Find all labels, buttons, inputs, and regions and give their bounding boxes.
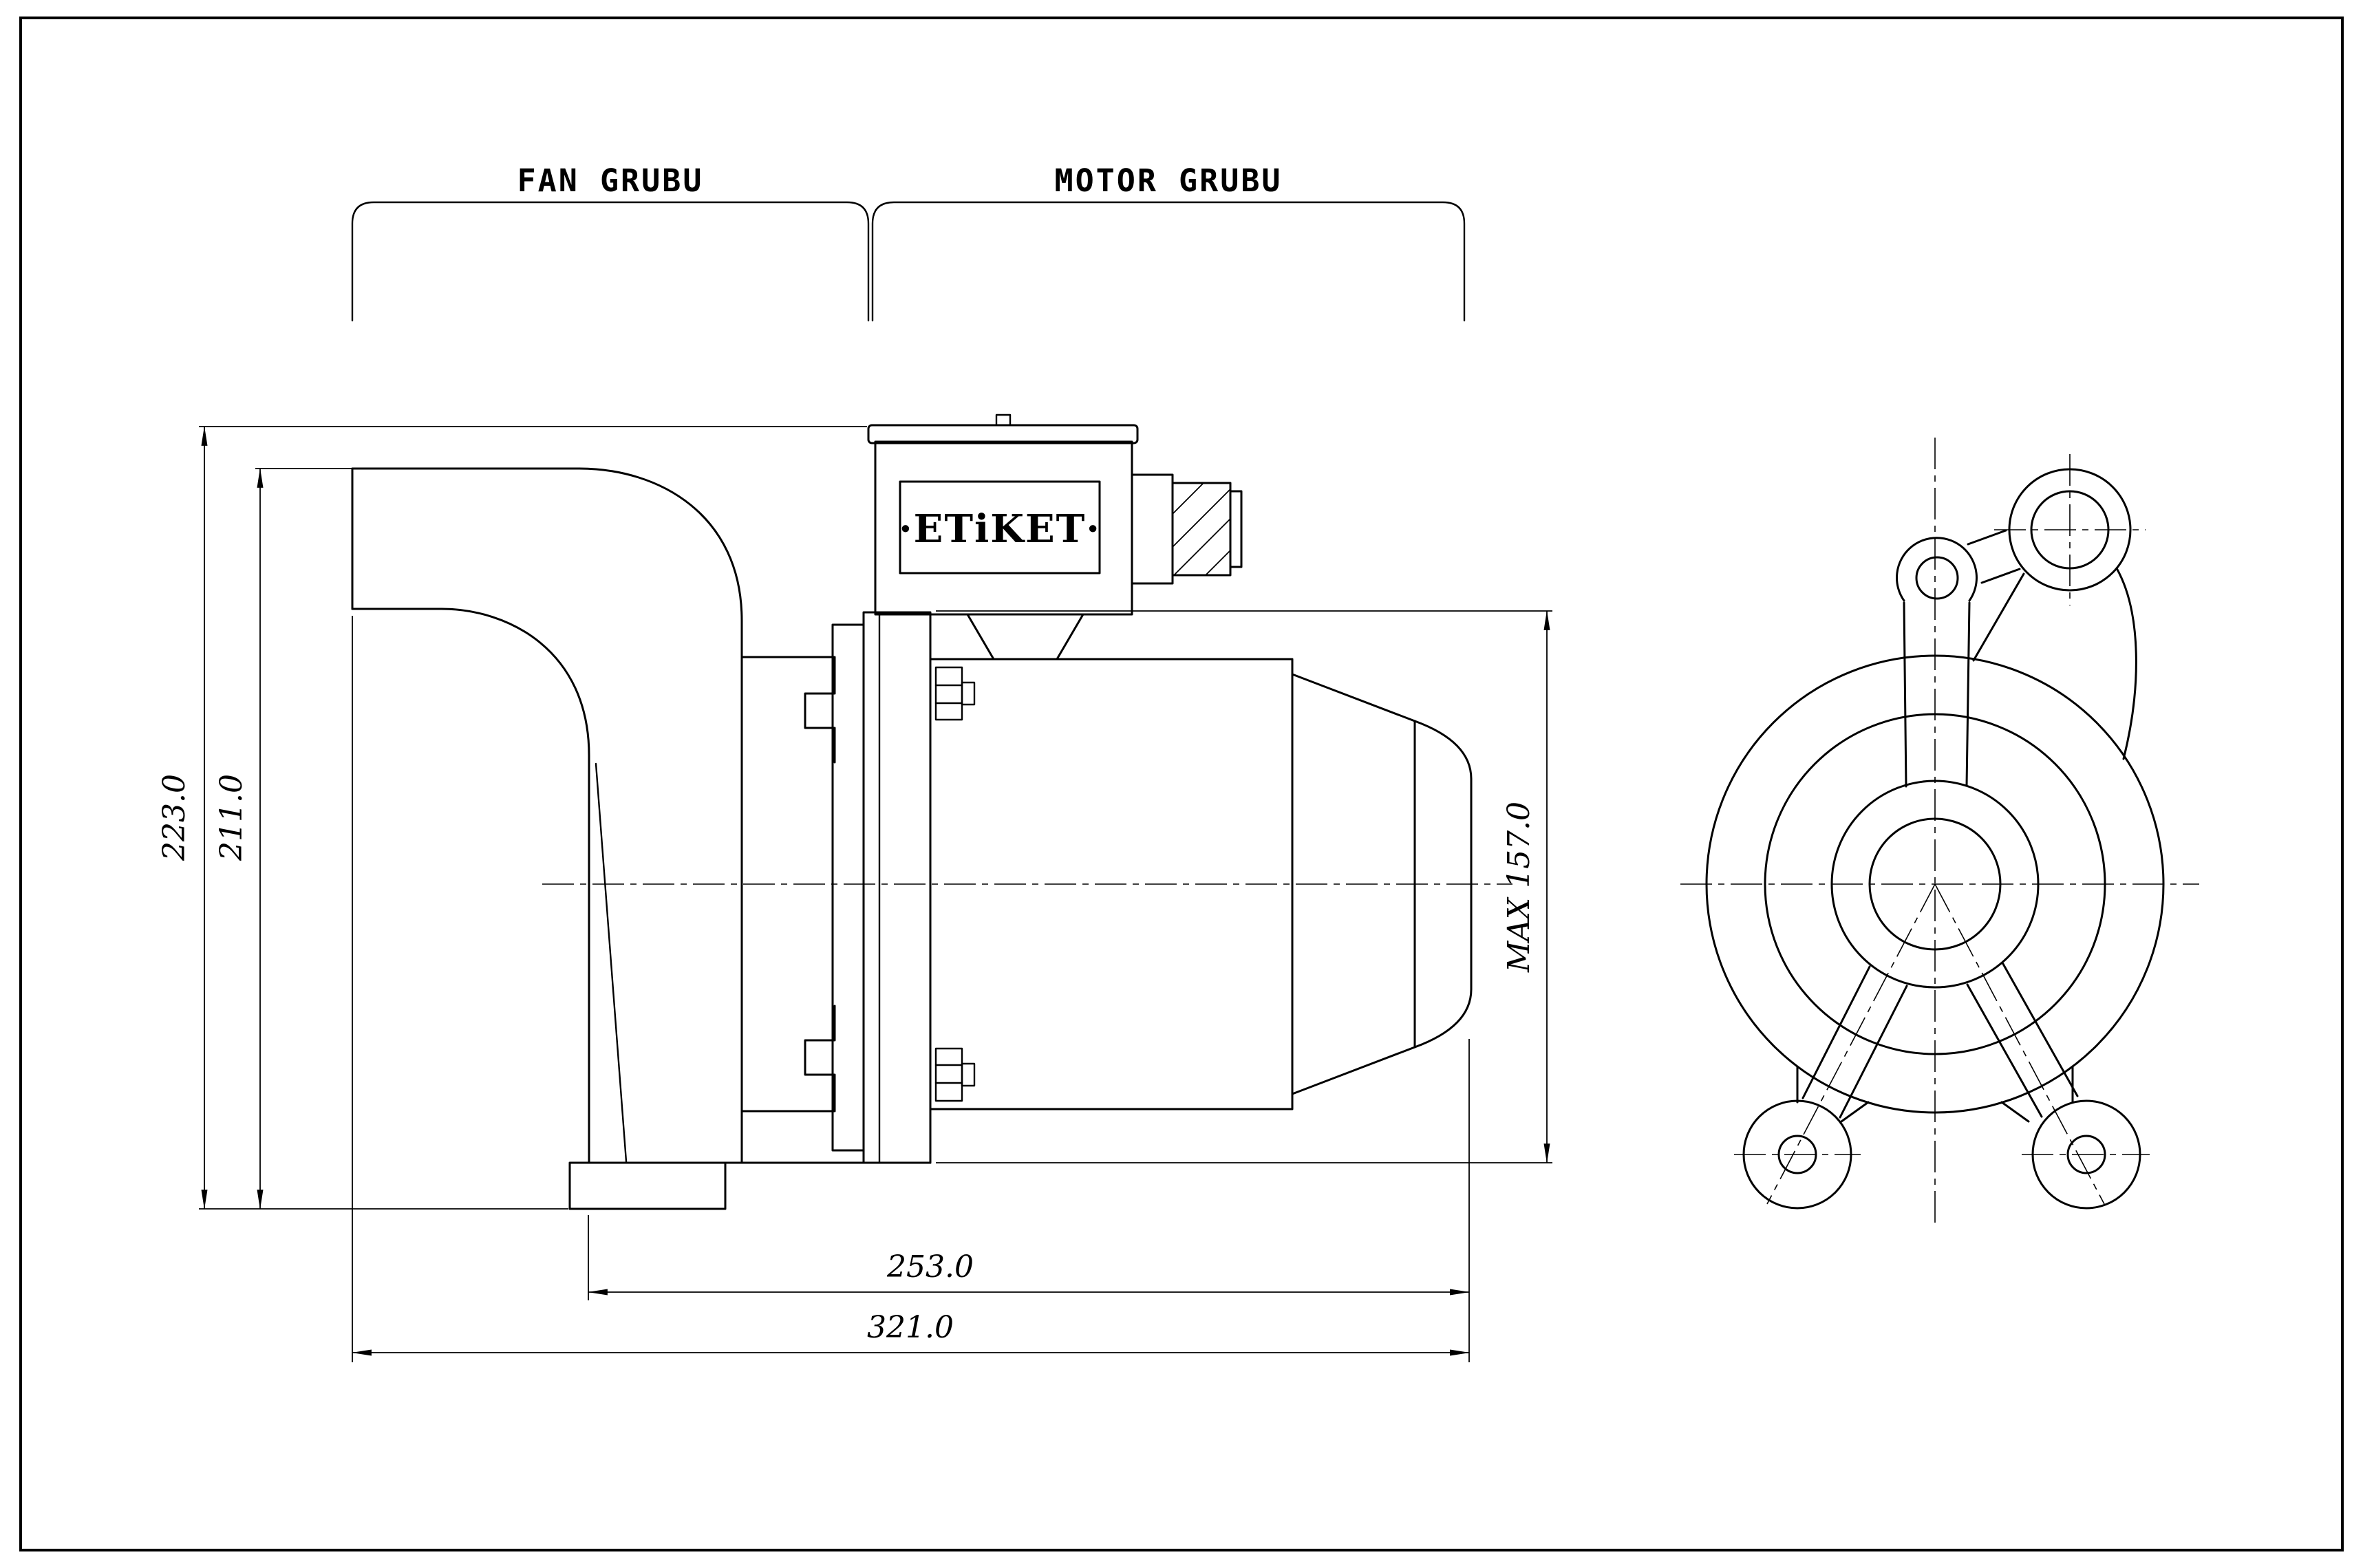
left-rib-edge <box>1801 965 1871 1099</box>
top-rib-left-edge <box>1903 601 1907 788</box>
dim-height-inlet: 211.0 <box>214 468 352 1210</box>
lug-outline <box>1896 537 1978 602</box>
dim-length-total: 321.0 <box>352 616 1470 1362</box>
right-rib-edge <box>2002 963 2079 1097</box>
gland-thread-hatch <box>1172 482 1231 576</box>
clamp-bolt-top <box>934 666 976 721</box>
discharge-flange <box>1967 454 2146 760</box>
lid-screw <box>995 414 1012 427</box>
volute-inner-circle <box>1764 713 2106 1055</box>
fan-group-label: FAN GRUBU <box>517 162 704 199</box>
bolt-head <box>934 666 963 721</box>
nameplate-frame <box>899 480 1101 574</box>
shaft-bore-circle <box>1868 817 2002 951</box>
support-ribs <box>1801 963 2079 1119</box>
volute-outer-circle <box>1705 654 2165 1114</box>
bolt-stud <box>961 681 976 706</box>
mounting-foot <box>568 1161 727 1210</box>
dim-height-total: 223.0 <box>157 426 867 1210</box>
terminal-box-lid <box>867 424 1139 444</box>
group-annotations: FAN GRUBU MOTOR GRUBU <box>351 162 1466 322</box>
hub-boss-circle <box>1830 780 2040 989</box>
flange-strap-lower <box>1980 568 2021 584</box>
dim-label-321: 321.0 <box>867 1310 954 1345</box>
pump-casing <box>351 467 932 1210</box>
left-rib-edge <box>1839 985 1908 1119</box>
right-foot-centerline <box>1934 883 2105 1205</box>
foot-bolt-hole <box>2066 1135 2106 1174</box>
flange-strap-upper <box>1967 529 2007 546</box>
gland-thread-body <box>1171 482 1232 577</box>
top-lug <box>1896 537 1978 788</box>
suction-pipe-inner <box>351 608 590 1164</box>
dimensions: 223.0 211.0 MAX 157.0 253.0 321.0 <box>157 426 1552 1362</box>
volute-profile-line <box>595 762 628 1163</box>
motor-shell <box>929 658 1294 1110</box>
dim-label-211: 211.0 <box>214 774 249 861</box>
dim-label-max157: MAX 157.0 <box>1501 802 1537 973</box>
bolt-facets <box>934 1064 963 1084</box>
bolt-facets <box>934 684 963 705</box>
gland-collar <box>1131 473 1174 585</box>
terminal-box: ·ETiKET· <box>867 414 1139 661</box>
foot-connector <box>2000 1101 2030 1123</box>
casing-lug-bottom <box>740 1005 836 1113</box>
foot-left <box>1734 1065 1870 1210</box>
casing-lug-top <box>740 656 836 764</box>
lug-bolt-hole <box>1915 556 1959 600</box>
bolt-stud <box>961 1062 976 1087</box>
cable-gland <box>1131 473 1243 585</box>
suction-pipe-outer <box>351 467 743 1164</box>
bolt-head <box>934 1047 963 1102</box>
casing-backplate <box>831 623 865 1152</box>
fan-group-bracket <box>351 201 870 322</box>
foot-right <box>2000 1065 2150 1210</box>
dim-length-motor: 253.0 <box>588 1039 1470 1362</box>
left-foot-centerline <box>1766 883 1936 1205</box>
clamp-bolt-bottom <box>934 1047 976 1102</box>
discharge-neck-right <box>2115 567 2137 760</box>
motor-group-bracket <box>871 201 1466 322</box>
border-frame <box>19 17 2344 1551</box>
side-view: ·ETiKET· <box>351 414 1512 1210</box>
front-view <box>1680 438 2199 1223</box>
motor-flange <box>862 611 932 1164</box>
flange-plate <box>862 611 932 1164</box>
dim-label-253: 253.0 <box>886 1249 974 1285</box>
motor-group-label: MOTOR GRUBU <box>1054 162 1282 199</box>
top-rib-right-edge <box>1965 601 1971 787</box>
gland-tip <box>1229 490 1243 568</box>
dim-label-223: 223.0 <box>157 774 192 861</box>
nameplate-text: ·ETiKET· <box>899 506 1101 552</box>
terminal-neck <box>966 613 1084 661</box>
dim-diameter-max: MAX 157.0 <box>936 610 1552 1163</box>
discharge-neck-left <box>1972 572 2025 662</box>
foot-connector <box>1840 1101 1870 1123</box>
right-rib-edge <box>1966 983 2043 1118</box>
